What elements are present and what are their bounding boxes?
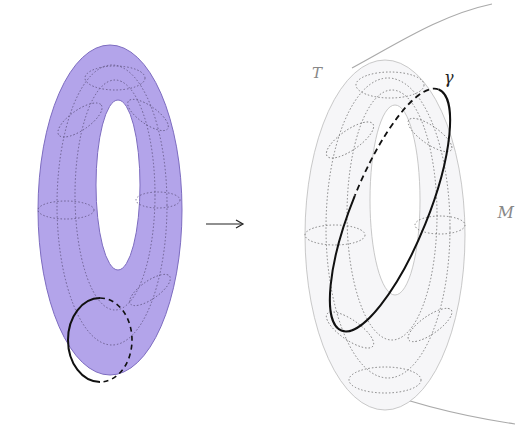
torus-grid — [305, 72, 465, 393]
curve-label: γ — [444, 70, 454, 86]
gamma-curve-hidden — [355, 75, 439, 210]
gamma-curve — [306, 75, 474, 345]
filled-torus — [38, 45, 182, 375]
map-arrow — [206, 223, 242, 224]
torus-grid — [38, 65, 180, 345]
meridian-curve-hidden — [100, 298, 132, 382]
torus-label: T — [312, 66, 322, 81]
surface-label: M — [498, 205, 514, 221]
meridian-curve — [68, 298, 100, 382]
transparent-torus — [305, 60, 465, 410]
surface-outline — [352, 4, 492, 68]
map-arrowhead — [236, 220, 243, 228]
